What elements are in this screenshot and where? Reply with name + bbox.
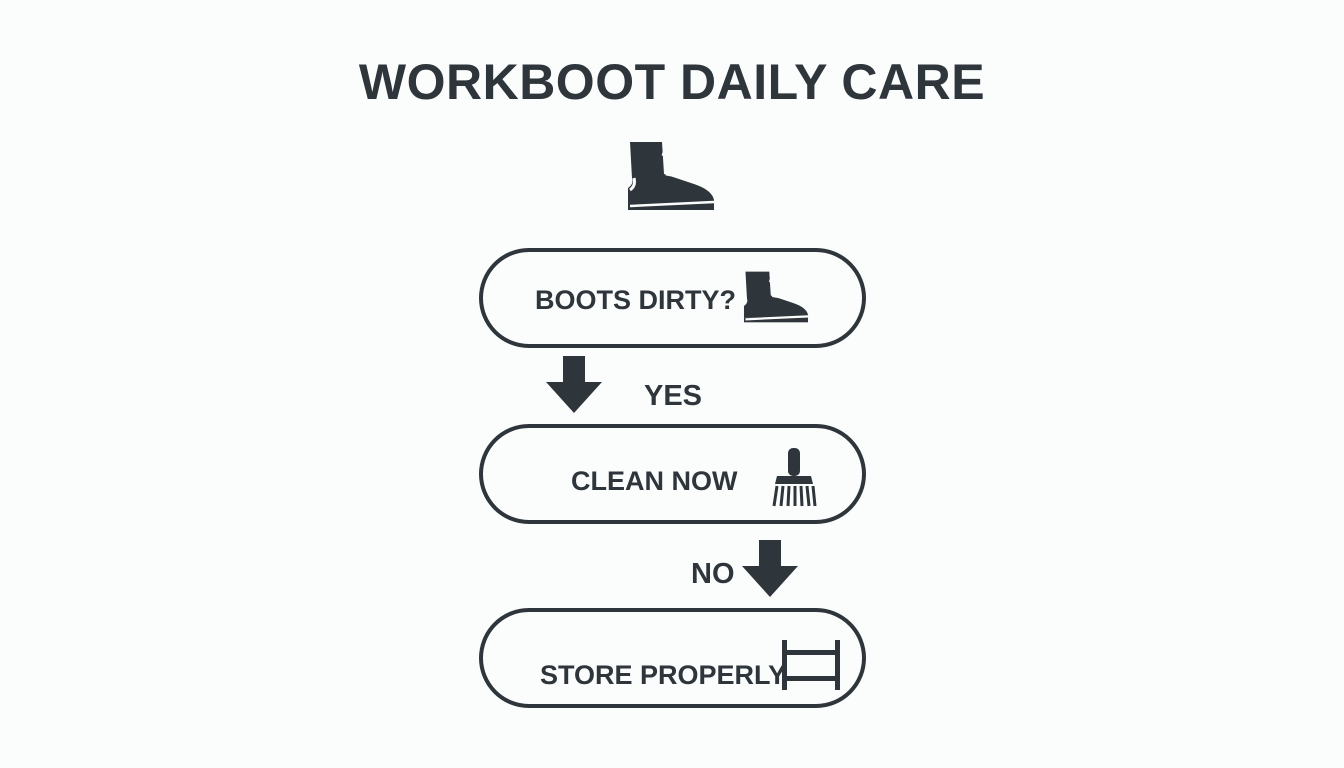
- node-label-store-properly: STORE PROPERLY: [540, 660, 787, 690]
- action-node-store-properly: STORE PROPERLY: [479, 608, 866, 708]
- node-label-boots-dirty: BOOTS DIRTY?: [535, 285, 736, 315]
- action-node-clean-now: CLEAN NOW: [479, 424, 866, 524]
- diagram-title: WORKBOOT DAILY CARE: [358, 54, 986, 110]
- boot-icon: [628, 142, 715, 210]
- node-label-clean-now: CLEAN NOW: [571, 466, 738, 496]
- rack-icon: [782, 640, 840, 690]
- edge-label-yes: YES: [644, 380, 703, 412]
- brush-icon: [772, 448, 817, 507]
- arrow-down-icon: [742, 540, 798, 597]
- decision-node-boots-dirty: BOOTS DIRTY?: [479, 248, 866, 348]
- boot-icon: [743, 271, 809, 323]
- arrow-down-icon: [546, 356, 602, 413]
- edge-label-no: NO: [691, 558, 735, 590]
